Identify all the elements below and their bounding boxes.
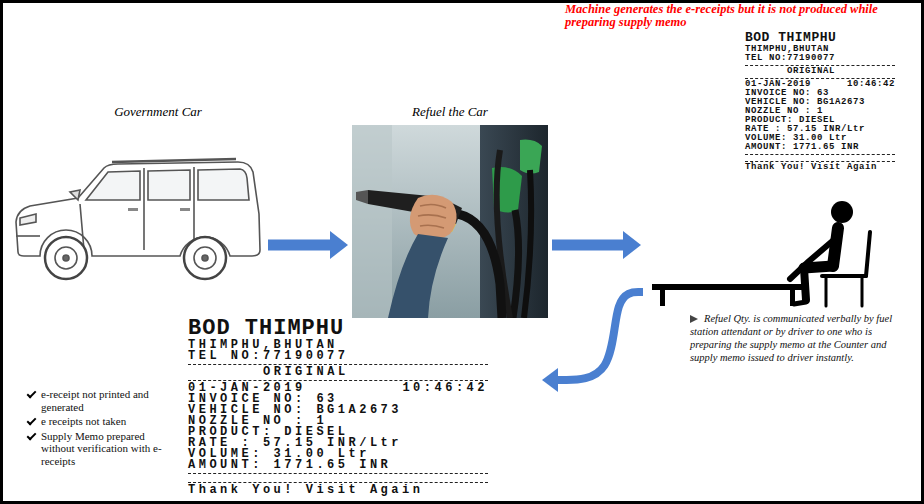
e-receipt: BOD THIMPHUTHIMPHU,BHUTANTEL NO:77190077…: [745, 31, 905, 172]
bullet-text: e-receipt not printed and generated: [26, 388, 178, 413]
receipt-text: TEL NO:77190077: [745, 54, 835, 63]
receipt-text: VOLUME: 31.00 Ltr: [745, 134, 847, 143]
dashed-rule: [745, 161, 895, 162]
receipt-text: Thank You! Visit Again: [745, 163, 877, 172]
receipt-text: AMOUNT: 1771.65 INR: [745, 143, 859, 152]
dashed-rule: [745, 78, 895, 79]
receipt-line: Thank You! Visit Again: [745, 163, 895, 172]
person-at-desk: [652, 201, 870, 306]
receipt-text: INVOICE NO: 63: [745, 89, 829, 98]
receipt-text: TEL NO:77190077: [188, 351, 349, 362]
arrow-head: [542, 368, 558, 392]
dashed-rule: [745, 65, 895, 66]
receipt-line: THIMPHU,BHUTAN: [188, 340, 488, 351]
receipt-line: THIMPHU,BHUTAN: [745, 45, 895, 54]
receipt-line: RATE : 57.15 INR/Ltr: [745, 125, 895, 134]
arrow-shaft: [557, 292, 643, 380]
e-receipt: BOD THIMPHUTHIMPHU,BHUTANTEL NO:77190077…: [188, 318, 538, 496]
receipt-line: BOD THIMPHU: [188, 318, 488, 340]
figure-label: Refuel the Car: [352, 104, 548, 120]
receipt-text: THIMPHU,BHUTAN: [188, 340, 338, 351]
arrow-shaft: [268, 240, 331, 251]
dashed-rule: [188, 380, 488, 381]
receipt-line: PRODUCT: DIESEL: [188, 427, 488, 438]
bullet-text: e receipts not taken: [26, 415, 178, 428]
receipt-line: VEHICLE NO: BG1A2673: [188, 405, 488, 416]
receipt-text: NOZZLE NO : 1: [745, 107, 823, 116]
receipt-line: PRODUCT: DIESEL: [745, 116, 895, 125]
receipt-line: RATE : 57.15 INR/Ltr: [188, 438, 488, 449]
receipt-text: PRODUCT: DIESEL: [745, 116, 835, 125]
receipt-text: AMOUNT: 1771.65 INR: [188, 460, 391, 471]
block-arrow: [542, 292, 643, 392]
fuel-pump-photo: [352, 125, 548, 318]
receipt-line: NOZZLE NO : 1: [745, 107, 895, 116]
receipt-text: Thank You! Visit Again: [188, 485, 423, 496]
receipt-text: INVOICE NO: 63: [188, 394, 338, 405]
receipt-line: Thank You! Visit Again: [188, 485, 488, 496]
receipt-line: AMOUNT: 1771.65 INR: [188, 460, 488, 471]
receipt-line: TEL NO:77190077: [188, 351, 488, 362]
receipt-text: ORIGINAL: [263, 367, 349, 378]
receipt-text: BOD THIMPHU: [745, 31, 836, 45]
spacer: [745, 156, 895, 159]
figure-label: Government Car: [8, 104, 264, 120]
receipt-text: ORIGINAL: [787, 67, 835, 76]
block-arrow: [552, 231, 641, 259]
receipt-line: ORIGINAL: [745, 67, 895, 76]
receipt-text: 01-JAN-2019: [745, 80, 811, 89]
bullet-list: e-receipt not printed and generated e rec…: [26, 388, 178, 469]
receipt-text: NOZZLE NO : 1: [188, 416, 327, 427]
receipt-line: NOZZLE NO : 1: [188, 416, 488, 427]
receipt-text: RATE : 57.15 INR/Ltr: [745, 125, 865, 134]
dashed-rule: [188, 473, 488, 474]
car-drawing: [16, 159, 260, 279]
receipt-text: VEHICLE NO: BG1A2673: [745, 98, 865, 107]
receipt-line: 01-JAN-2019 10:46:42: [745, 80, 895, 89]
receipt-line: AMOUNT: 1771.65 INR: [745, 143, 895, 152]
arrow-head: [330, 231, 348, 259]
receipt-line: VEHICLE NO: BG1A2673: [745, 98, 895, 107]
car-figure: Government Car: [8, 104, 264, 289]
receipt-text: VEHICLE NO: BG1A2673: [188, 405, 402, 416]
callout-note: Machine generates the e-receipts but it …: [565, 3, 910, 29]
receipt-line: VOLUME: 31.00 Ltr: [745, 134, 895, 143]
receipt-line: ORIGINAL: [188, 367, 488, 378]
receipt-text: BOD THIMPHU: [188, 318, 344, 340]
receipt-line: INVOICE NO: 63: [745, 89, 895, 98]
note-text: Refuel Qty. is communicated verbally by …: [690, 312, 910, 364]
dashed-rule: [745, 154, 895, 155]
dashed-rule: [188, 482, 488, 483]
spacer: [188, 476, 488, 480]
receipt-text: PRODUCT: DIESEL: [188, 427, 349, 438]
arrow-head: [623, 231, 641, 259]
bullet-text: Supply Memo prepared without verificatio…: [26, 430, 178, 468]
counter-desk: Refuel Qty. is communicated verbally by …: [645, 190, 910, 364]
receipt-line: BOD THIMPHU: [745, 31, 895, 45]
receipt-text: 01-JAN-2019: [188, 383, 306, 394]
receipt-text: RATE : 57.15 INR/Ltr: [188, 438, 402, 449]
receipt-text: 10:46:42: [402, 383, 488, 394]
dashed-rule: [188, 364, 488, 365]
receipt-text: 10:46:42: [847, 80, 895, 89]
receipt-text: THIMPHU,BHUTAN: [745, 45, 829, 54]
fuel-pump-figure: Refuel the Car: [352, 104, 548, 318]
arrow-shaft: [552, 240, 624, 251]
receipt-text: VOLUME: 31.00 Ltr: [188, 449, 370, 460]
receipt-line: 01-JAN-2019 10:46:42: [188, 383, 488, 394]
receipt-line: INVOICE NO: 63: [188, 394, 488, 405]
receipt-line: TEL NO:77190077: [745, 54, 895, 63]
block-arrow: [268, 231, 348, 259]
receipt-line: VOLUME: 31.00 Ltr: [188, 449, 488, 460]
